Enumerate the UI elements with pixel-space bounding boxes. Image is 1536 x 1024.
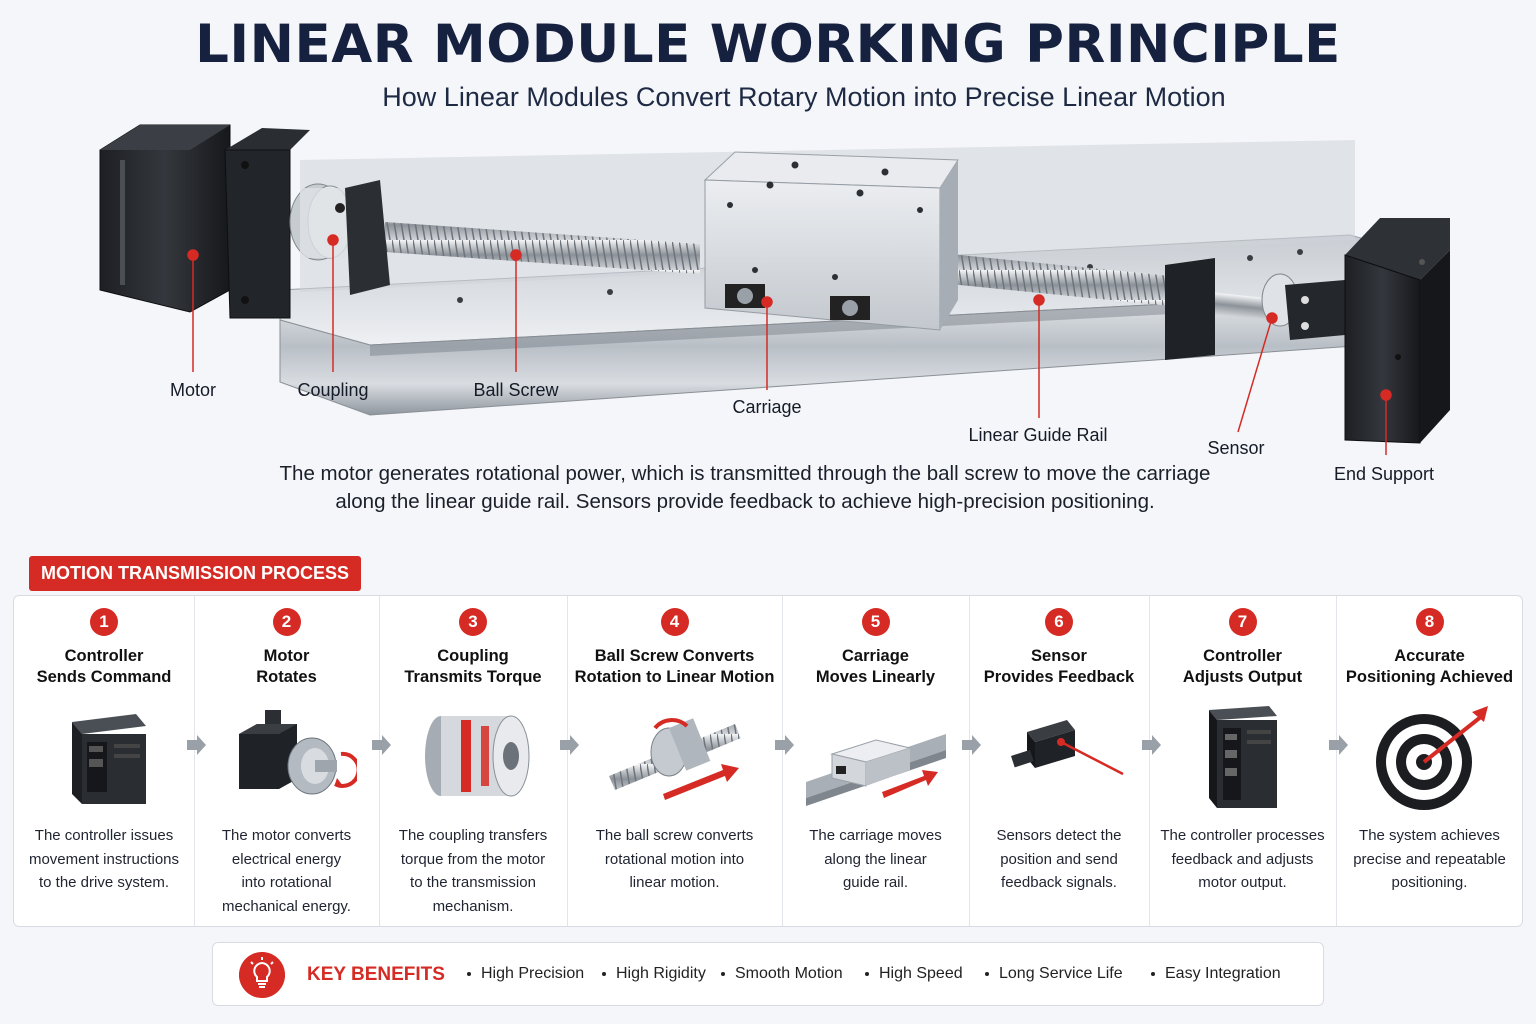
carriage-icon bbox=[805, 734, 946, 806]
servo-motor-icon bbox=[238, 710, 357, 795]
step-arrow-icon bbox=[1142, 735, 1161, 755]
process-section-label: MOTION TRANSMISSION PROCESS bbox=[29, 556, 362, 591]
controller-box-icon bbox=[72, 714, 146, 804]
step-number: 3 bbox=[459, 608, 487, 636]
key-benefits-title: KEY BENEFITS bbox=[307, 964, 445, 985]
step-divider bbox=[782, 596, 783, 926]
benefit-item: Smooth Motion bbox=[721, 965, 843, 983]
benefit-item: High Speed bbox=[865, 965, 963, 983]
step-arrow-icon bbox=[775, 735, 794, 755]
label-carriage: Carriage bbox=[732, 397, 802, 417]
step-number: 5 bbox=[861, 608, 890, 636]
controller-unit-icon bbox=[1208, 706, 1277, 808]
label-sensor: Sensor bbox=[1207, 438, 1265, 458]
motor-body bbox=[99, 124, 310, 319]
step-arrow-icon bbox=[187, 735, 206, 755]
benefit-item: High Precision bbox=[467, 965, 584, 983]
page-title: LINEAR MODULE WORKING PRINCIPLE bbox=[195, 14, 1341, 75]
callout-leaders bbox=[187, 234, 1392, 455]
step-number: 2 bbox=[272, 608, 301, 636]
target-icon bbox=[1375, 706, 1488, 810]
key-benefits-bar: KEY BENEFITS High Precision High Rigidit… bbox=[212, 942, 1324, 1006]
step-number: 7 bbox=[1228, 608, 1257, 636]
page-subtitle: How Linear Modules Convert Rotary Motion… bbox=[382, 82, 1226, 112]
step-divider bbox=[1336, 596, 1337, 926]
description-line-1: The motor generates rotational power, wh… bbox=[279, 462, 1211, 485]
carriage-block bbox=[703, 151, 959, 331]
step-divider bbox=[379, 596, 380, 926]
step-divider bbox=[194, 596, 195, 926]
step-arrow-icon bbox=[1329, 735, 1348, 755]
description-line-2: along the linear guide rail. Sensors pro… bbox=[335, 490, 1155, 513]
benefit-item: Long Service Life bbox=[985, 965, 1123, 983]
module-description: The motor generates rotational power, wh… bbox=[0, 460, 1490, 516]
step-divider bbox=[1149, 596, 1150, 926]
coupling-icon bbox=[425, 715, 530, 797]
label-ball-screw: Ball Screw bbox=[473, 380, 559, 400]
step-number: 8 bbox=[1415, 608, 1444, 636]
label-motor: Motor bbox=[169, 380, 217, 400]
end-support-block bbox=[1344, 218, 1450, 444]
lightbulb-icon bbox=[239, 952, 285, 998]
step-number: 6 bbox=[1045, 608, 1073, 636]
label-end-support: End Support bbox=[1333, 464, 1435, 484]
sensor-icon bbox=[1011, 720, 1124, 776]
step-arrow-icon bbox=[962, 735, 981, 755]
step-divider bbox=[567, 596, 568, 926]
step-number: 1 bbox=[90, 608, 118, 636]
label-linear-guide-rail: Linear Guide Rail bbox=[968, 425, 1108, 445]
benefit-item: High Rigidity bbox=[602, 965, 706, 983]
benefit-item: Easy Integration bbox=[1151, 965, 1281, 983]
linear-module-illustration bbox=[99, 124, 1450, 455]
step-arrow-icon bbox=[560, 735, 579, 755]
step-number: 4 bbox=[660, 608, 689, 636]
ball-screw-icon bbox=[608, 718, 741, 800]
step-divider bbox=[969, 596, 970, 926]
step-arrow-icon bbox=[372, 735, 391, 755]
label-coupling: Coupling bbox=[297, 380, 369, 400]
